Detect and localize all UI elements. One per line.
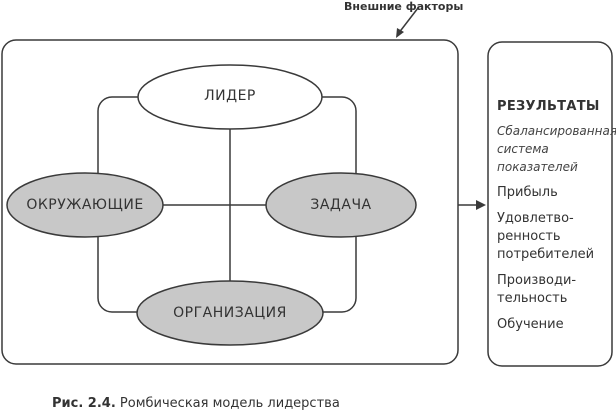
results-item-learning: Обучение [497,317,564,332]
organization-node [136,280,324,346]
external-factors-arrow [397,7,419,35]
environment-node [6,172,164,238]
figure-number: Рис. 2.4. [52,396,116,411]
external-factors-label: Внешние факторы [344,0,464,13]
figure-title: Ромбическая модель лидерства [119,396,340,411]
task-node [265,172,417,238]
results-item-satisfaction: Удовлетво-ренность потребителей [497,211,595,262]
results-item-productivity: Производи-тельность [497,273,577,306]
results-title: РЕЗУЛЬТАТЫ [497,99,600,114]
task-label: ЗАДАЧА [310,197,372,213]
results-item-profit: Прибыль [497,185,558,200]
figure-caption: Рис. 2.4. Ромбическая модель лидерства [52,396,340,411]
organization-label: ОРГАНИЗАЦИЯ [173,305,287,321]
external-factors-arrowhead [396,28,404,38]
environment-label: ОКРУЖАЮЩИЕ [26,197,144,213]
results-panel: РЕЗУЛЬТАТЫ Сбалансированная система пока… [497,98,616,342]
leader-label: ЛИДЕР [204,88,256,104]
leader-node [137,64,323,130]
balanced-scorecard-text: Сбалансированная система показателей [497,124,616,174]
outer-frame [1,39,459,365]
results-arrowhead [476,200,486,210]
results-frame [487,41,613,367]
